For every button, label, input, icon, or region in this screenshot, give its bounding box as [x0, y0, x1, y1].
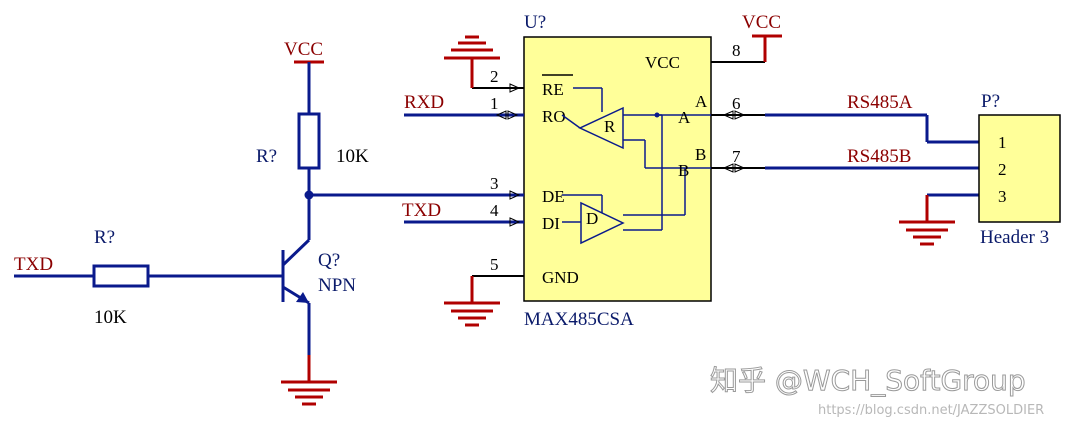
ic-pin-ro: 1 RO: [404, 94, 566, 126]
ic-pin-de: 3 DE: [308, 174, 565, 206]
net-rs485a: RS485A: [765, 92, 979, 144]
svg-text:A: A: [695, 92, 708, 111]
svg-text:R: R: [604, 117, 616, 136]
watermark-url: https://blog.csdn.net/JAZZSOLDIER: [818, 403, 1044, 418]
svg-text:RS485A: RS485A: [847, 92, 913, 113]
resistor-top-designator: R?: [256, 146, 277, 167]
svg-text:RE: RE: [542, 80, 564, 99]
svg-text:B: B: [695, 145, 706, 164]
header-designator: P?: [981, 91, 1000, 112]
ic-internal-b: B: [678, 161, 689, 180]
ic-designator: U?: [524, 12, 546, 33]
ic-pin-di: 4 DI: [404, 201, 560, 233]
transistor-type: NPN: [318, 275, 356, 296]
header-name: Header 3: [980, 227, 1049, 248]
svg-text:3: 3: [998, 187, 1007, 206]
svg-text:VCC: VCC: [742, 12, 781, 33]
svg-text:VCC: VCC: [645, 53, 680, 72]
ic-pin-re: 2 RE: [472, 67, 573, 99]
header-connector: P? Header 3 1 2 3: [978, 91, 1061, 248]
resistor-left-designator: R?: [94, 227, 115, 248]
ground-symbol-transistor: [281, 355, 337, 406]
ic-pin-a: 6 A: [695, 92, 765, 120]
net-label-txd-input: TXD: [14, 254, 53, 275]
svg-text:2: 2: [998, 160, 1007, 179]
svg-text:8: 8: [732, 41, 741, 60]
svg-text:2: 2: [490, 67, 499, 86]
svg-text:6: 6: [732, 94, 741, 113]
ic-pin-b: 7 B: [695, 145, 765, 173]
svg-text:D: D: [586, 209, 598, 228]
svg-text:RS485B: RS485B: [847, 146, 911, 167]
resistor-top-value: 10K: [336, 146, 369, 167]
svg-text:1: 1: [490, 94, 499, 113]
ground-symbol-header: [899, 193, 979, 246]
driver-buffer: D: [562, 115, 686, 245]
svg-text:3: 3: [490, 174, 499, 193]
ground-symbol-ic: [444, 276, 500, 327]
ic-pin-gnd: 5 GND: [472, 255, 579, 287]
svg-text:4: 4: [490, 201, 499, 220]
ic-pin-vcc: 8 VCC: [645, 41, 765, 72]
svg-text:RO: RO: [542, 107, 566, 126]
vcc-port-left: VCC: [284, 39, 324, 114]
svg-text:7: 7: [732, 147, 741, 166]
resistor-top: R? 10K: [256, 112, 369, 240]
net-rs485b: RS485B: [765, 146, 979, 170]
npn-transistor: Q? NPN: [202, 238, 356, 355]
resistor-left-value: 10K: [94, 307, 127, 328]
resistor-left: R? 10K: [14, 227, 202, 328]
receiver-buffer: R: [561, 87, 711, 169]
svg-text:VCC: VCC: [284, 39, 323, 60]
net-label-rxd: RXD: [404, 92, 444, 113]
transistor-designator: Q?: [318, 250, 340, 271]
vcc-port-right: VCC: [742, 12, 782, 62]
ic-body: [523, 36, 712, 302]
svg-text:1: 1: [998, 133, 1007, 152]
svg-text:DE: DE: [542, 187, 565, 206]
watermark-main: 知乎 @WCH_SoftGroup: [710, 364, 1026, 397]
ic-internal-a: A: [678, 108, 691, 127]
ground-symbol-re: [444, 35, 500, 88]
svg-text:DI: DI: [542, 214, 560, 233]
svg-text:5: 5: [490, 255, 499, 274]
svg-text:GND: GND: [542, 268, 579, 287]
net-label-txd-ic: TXD: [402, 200, 441, 221]
ic-part-name: MAX485CSA: [524, 309, 634, 330]
